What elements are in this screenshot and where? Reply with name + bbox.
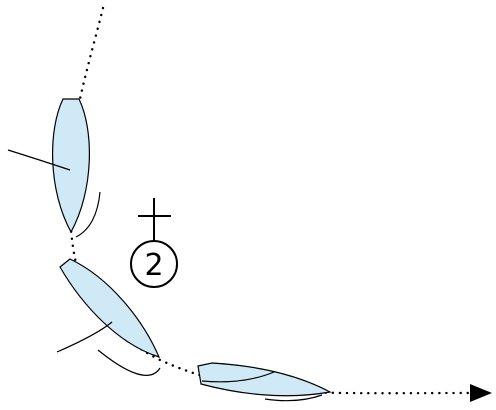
boat-2-hull bbox=[59, 258, 161, 358]
boat-1 bbox=[7, 98, 101, 238]
boat-3 bbox=[197, 362, 332, 402]
mark-2: 2 bbox=[130, 198, 178, 288]
boat-3-sail bbox=[201, 371, 275, 383]
boat-3-wake bbox=[264, 394, 323, 402]
boat-2-sail bbox=[56, 321, 113, 353]
boat-1-wake bbox=[75, 191, 101, 238]
boat-2 bbox=[56, 258, 161, 376]
mark-2-circle bbox=[130, 240, 178, 288]
course-arrowhead bbox=[470, 384, 492, 402]
mark-2-label: 2 bbox=[144, 248, 163, 283]
boat-1-hull bbox=[52, 98, 90, 234]
boat-2-wake bbox=[97, 349, 161, 376]
boat-3-hull bbox=[197, 362, 332, 397]
boat-1-sail bbox=[7, 149, 71, 171]
